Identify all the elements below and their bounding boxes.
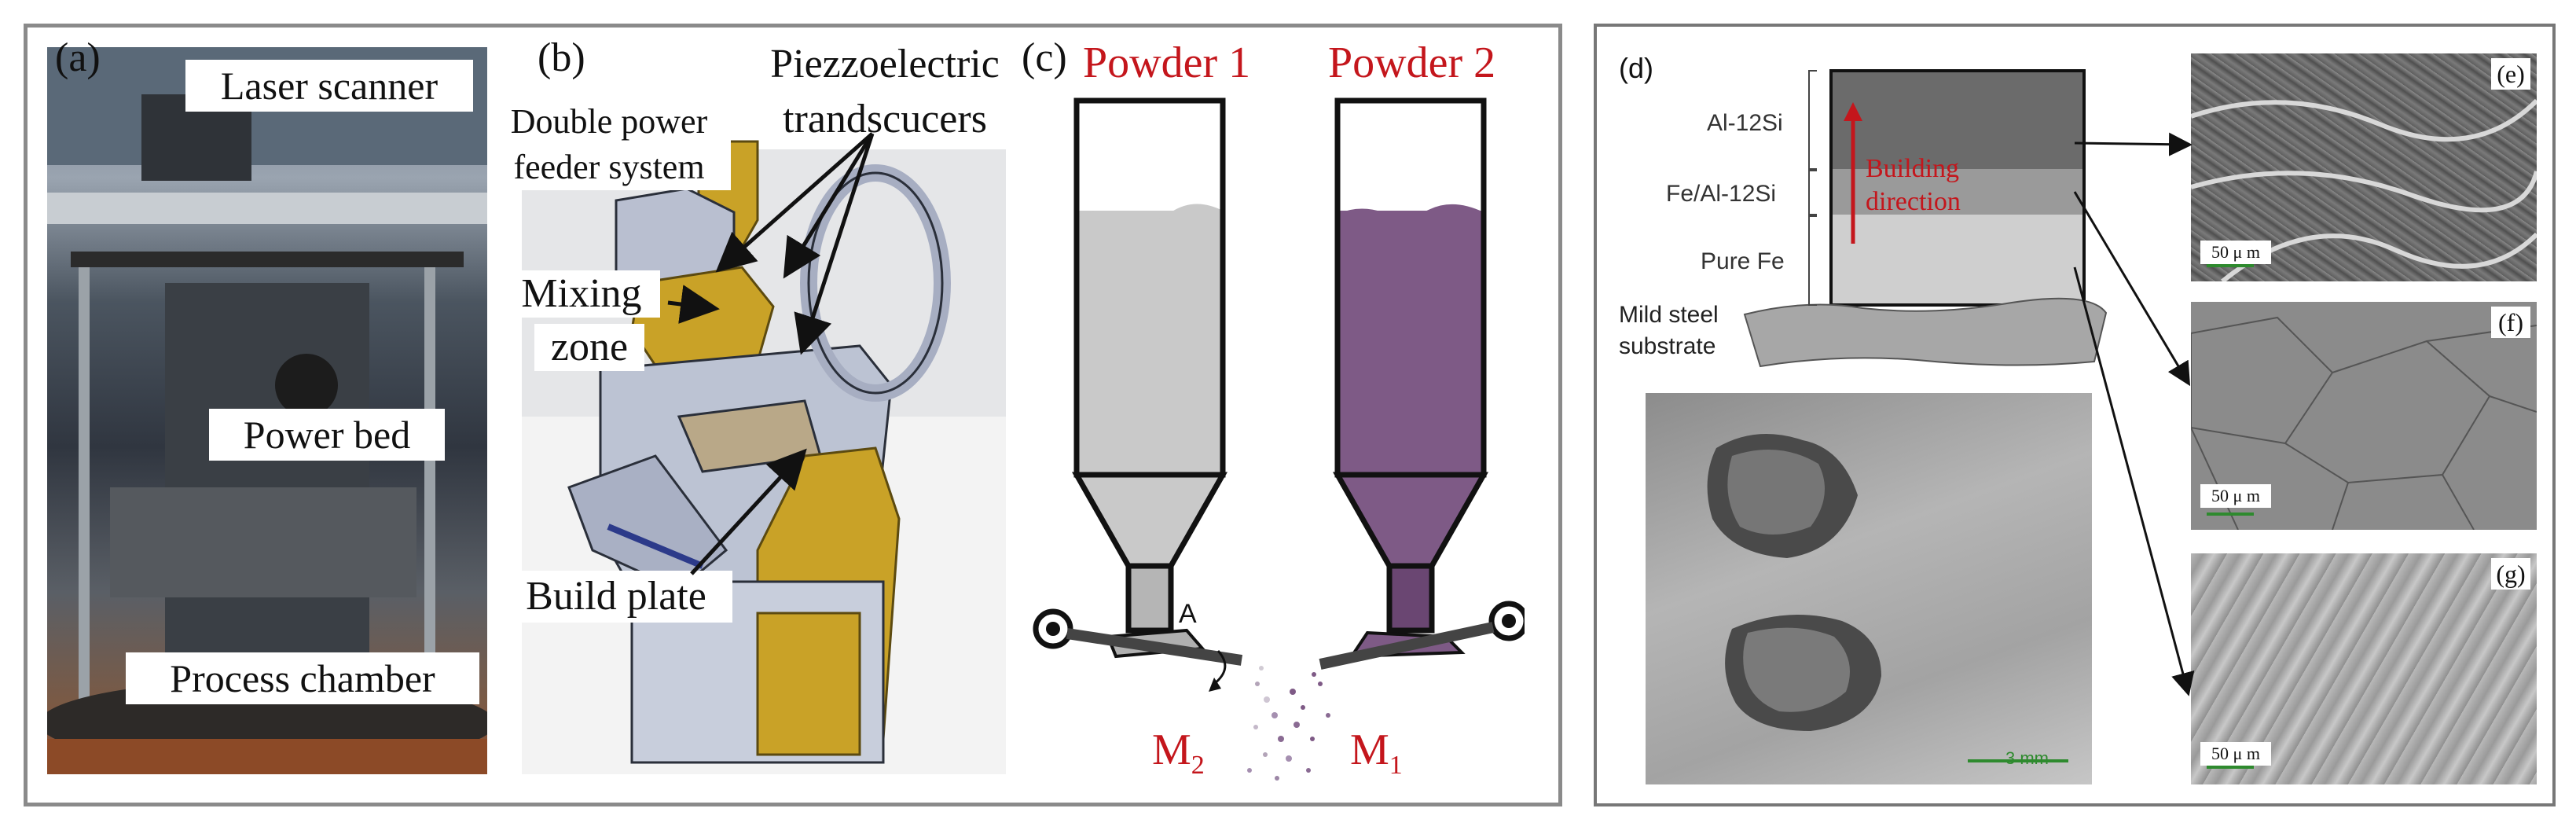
machine-illustration (47, 47, 487, 774)
building-direction-line1: Building (1866, 154, 1960, 183)
sample-photo (1646, 393, 2092, 784)
layer-bottom-label: Pure Fe (1701, 248, 1785, 274)
power-bed-label: Power bed (209, 409, 445, 461)
photo-scale-label: 3 mm (2005, 748, 2049, 768)
hopper2-cone (1332, 472, 1489, 569)
m2-label: M2 (1152, 726, 1205, 781)
rotation-label: A (1179, 599, 1197, 629)
panel-g-scale: 50 μ m (2200, 742, 2271, 766)
panel-g-tag: (g) (2491, 558, 2530, 590)
m1-label: M1 (1350, 726, 1403, 781)
layered-sample-schematic (1743, 69, 2108, 368)
laser-scanner-label: Laser scanner (185, 60, 473, 112)
hopper1-cone (1071, 472, 1228, 569)
substrate-label-line1: Mild steel (1619, 302, 1719, 328)
substrate-label-line2: substrate (1619, 333, 1716, 359)
mixing-zone-label-line2: zone (534, 324, 644, 371)
right-figure-frame (1594, 24, 2556, 806)
panel-b-tag: (b) (538, 35, 585, 80)
powder2-label: Powder 2 (1328, 39, 1496, 87)
powder1-fill (1077, 211, 1223, 475)
piezo-label-line2: trandscucers (759, 94, 1011, 145)
feeder-system-label-line1: Double power (487, 99, 731, 145)
mixing-zone-label-line1: Mixing (503, 270, 660, 318)
piezo-label-line1: Piezzoelectric (745, 39, 1025, 90)
hopper2-body (1334, 97, 1487, 478)
powder2-fill (1338, 211, 1484, 475)
panel-f-tag: (f) (2491, 307, 2530, 338)
powder-feeder-schematic (1033, 97, 1525, 781)
feeder-system-label-line2: feeder system (487, 145, 731, 190)
process-chamber-label: Process chamber (126, 652, 479, 704)
layer-top-label: Al-12Si (1707, 110, 1783, 136)
deposited-cubes (1707, 434, 2068, 762)
powder1-label: Powder 1 (1083, 39, 1251, 87)
hopper2-neck (1386, 563, 1435, 634)
build-plate-label: Build plate (500, 571, 732, 623)
layer-middle-label: Fe/Al-12Si (1666, 181, 1777, 207)
left-figure-frame (24, 24, 1562, 806)
hopper1-neck (1125, 563, 1174, 634)
hopper1-body (1073, 97, 1226, 478)
panel-e-tag: (e) (2491, 58, 2530, 90)
falling-particles (1247, 666, 1330, 781)
panel-f-scale: 50 μ m (2200, 484, 2271, 508)
panel-c-tag: (c) (1022, 35, 1067, 80)
panel-e-scale: 50 μ m (2200, 241, 2271, 264)
panel-a-tag: (a) (55, 35, 101, 80)
panel-d-tag: (d) (1619, 52, 1653, 84)
building-direction-line2: direction (1866, 187, 1961, 216)
